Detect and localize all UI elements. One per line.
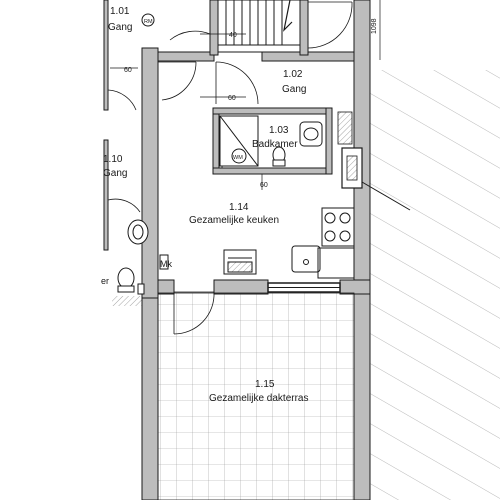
terrace-floor — [158, 293, 354, 500]
room-name-1-02: Gang — [282, 84, 306, 95]
dimension-40: 40 — [229, 32, 237, 39]
washing-machine — [231, 148, 247, 164]
walls — [103, 0, 371, 500]
room-name-1-03: Badkamer — [252, 139, 298, 150]
dimension-60-a: 60 — [124, 67, 132, 74]
kitchen-fixtures — [223, 207, 355, 279]
room-number-1-02: 1.02 — [283, 69, 303, 80]
dimension-60-c: 60 — [260, 182, 268, 189]
room-number-1-10: 1.10 — [103, 154, 123, 165]
wm-label: WM — [233, 155, 243, 161]
doors — [107, 0, 353, 335]
dimension-lines — [110, 0, 381, 190]
bathroom-fixtures — [219, 115, 323, 167]
left-cut-label: er — [101, 276, 109, 286]
left-fixtures — [117, 13, 169, 295]
shaft — [337, 111, 353, 145]
room-number-1-01: 1.01 — [110, 6, 130, 17]
mk-label: Mk — [160, 259, 172, 269]
staircase — [217, 0, 301, 53]
room-name-1-10: Gang — [103, 168, 127, 179]
room-name-1-01: Gang — [108, 22, 132, 33]
dimension-60-b: 60 — [228, 95, 236, 102]
left-toilet — [117, 267, 135, 289]
room-number-1-14: 1.14 — [229, 202, 249, 213]
dimension-1098: 1098 — [371, 18, 378, 34]
left-hatched-wall — [112, 296, 152, 306]
roof-area — [370, 70, 500, 500]
room-name-1-14: Gezamelijke keuken — [189, 215, 279, 226]
room-number-1-15: 1.15 — [255, 379, 275, 390]
rm-symbol — [141, 13, 155, 27]
room-number-1-03: 1.03 — [269, 125, 289, 136]
rm-label: RM — [144, 19, 153, 25]
room-name-1-15: Gezamelijke dakterras — [209, 393, 308, 404]
terrace-border — [157, 292, 355, 500]
